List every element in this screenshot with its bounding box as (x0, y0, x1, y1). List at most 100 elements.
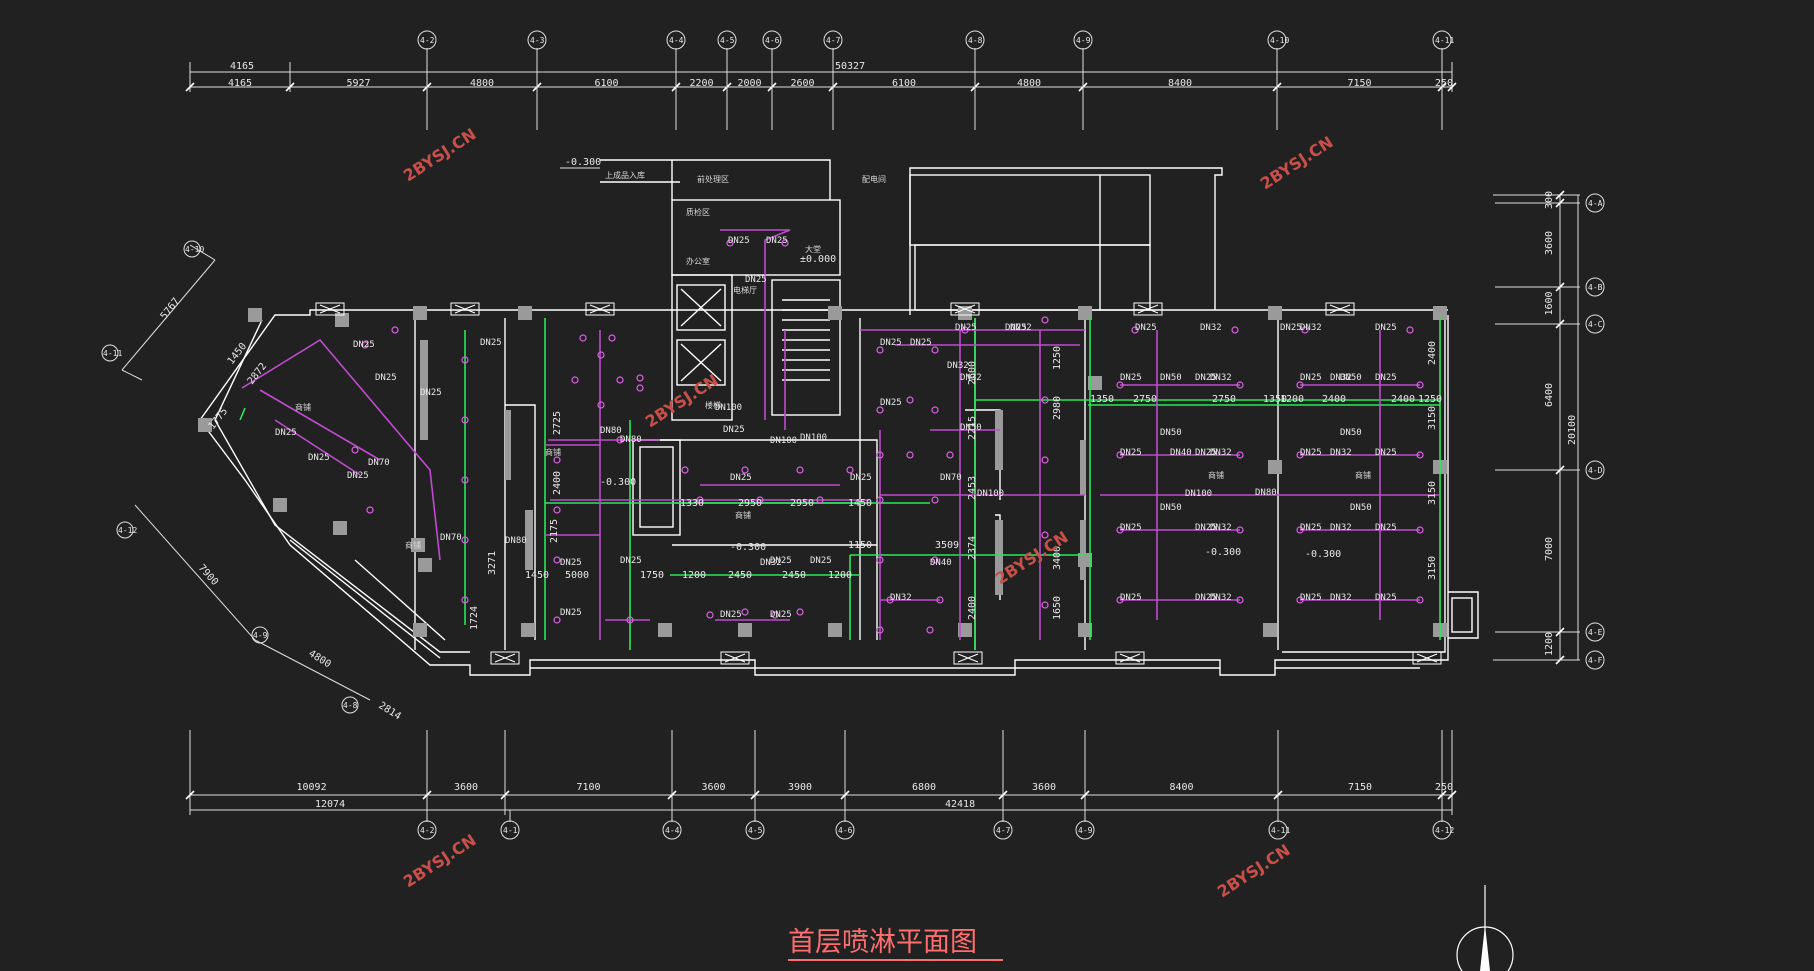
bot-dim-5: 6800 (912, 782, 936, 793)
right-axis-4: 4-E (1585, 622, 1605, 642)
right-axis-5: 4-F (1585, 650, 1605, 670)
right-axis-3-label: 4-D (1588, 466, 1603, 475)
elev-label-5: -0.300 (730, 542, 766, 553)
pipe-label-42: DN25 (1005, 323, 1027, 333)
bottom-total-dim: 42418 (945, 799, 975, 810)
bot-axis-8-label: 4-12 (1435, 826, 1454, 835)
right-tick-mark-6 (1555, 655, 1565, 665)
room-label-9: 商铺 (1208, 470, 1224, 480)
top-tick-mark-1 (285, 82, 295, 92)
pipe-label-60: DN40 (930, 558, 952, 568)
sprinkler-head-69 (461, 356, 469, 364)
inner-vdim-1: 3150 (1427, 481, 1438, 505)
skew-axis-1: 4-10 (185, 245, 204, 254)
pipe-label-61: DN50 (960, 423, 982, 433)
top-tick-mark-0 (185, 82, 195, 92)
inner-vdim-8: 2175 (549, 519, 560, 543)
room-label-13: 大堂 (805, 244, 821, 254)
sprinkler-head-17 (741, 466, 749, 474)
pipe-label-52: DN32 (1330, 593, 1352, 603)
column-23 (198, 418, 212, 432)
inner-dim-6: 1750 (640, 570, 664, 581)
sprinkler-head-8 (597, 401, 605, 409)
pipe-label-63: DN50 (1340, 373, 1362, 383)
top-axis-3: 4-5 (717, 30, 737, 50)
inner-vdim-10: 2453 (967, 476, 978, 500)
pipe-label-16: DN25 (620, 556, 642, 566)
sprinkler-head-34 (931, 556, 939, 564)
pipe-label-44: DN32 (1010, 323, 1032, 333)
window-1 (450, 302, 480, 316)
pipe-label-29: DN25 (1300, 373, 1322, 383)
sprinkler-head-38 (926, 626, 934, 634)
room-labels: 上成品入库 前处理区 质检区 办公室 商铺 商铺 商铺 商铺 商铺 商铺 电梯厅… (295, 170, 1371, 550)
bot-tick-mark-8 (1273, 790, 1283, 800)
column-21 (335, 313, 349, 327)
top-axis-5: 4-7 (823, 30, 843, 50)
inner-vdim-6: 3271 (487, 551, 498, 575)
bot-axis-0-label: 4-2 (420, 826, 435, 835)
top-dim-6: 2600 (791, 78, 815, 89)
right-dim-0: 300 (1544, 191, 1555, 209)
sprinkler-head-14 (616, 376, 624, 384)
bot-axis-3: 4-5 (745, 820, 765, 840)
sprinkler-head-58 (1416, 526, 1424, 534)
bot-axis-4-label: 4-6 (838, 826, 853, 835)
top-tick-mark-12 (1447, 82, 1457, 92)
pipe-label-78: DN100 (715, 403, 742, 413)
right-tick-mark-4 (1555, 465, 1565, 475)
inner-vdim-14: 2980 (1052, 396, 1063, 420)
column-14 (413, 623, 427, 637)
right-axis-1-label: 4-B (1588, 283, 1603, 292)
pipe-label-66: DN50 (1160, 428, 1182, 438)
pipe-label-55: DN32 (1210, 593, 1232, 603)
room-label-14: 配电间 (862, 174, 886, 184)
right-axis-4-label: 4-E (1588, 628, 1603, 637)
column-3 (958, 306, 972, 320)
sprinkler-head-15 (616, 436, 624, 444)
skew-axis-3: 4-12 (118, 526, 137, 535)
inner-dim-7: 1200 (682, 570, 706, 581)
column-22 (248, 308, 262, 322)
sprinkler-head-77 (796, 608, 804, 616)
watermark-6: 2BYSJ.CN (1214, 840, 1294, 901)
sprinkler-head-39 (961, 326, 969, 334)
watermarks: 2BYSJ.CN 2BYSJ.CN 2BYSJ.CN 2BYSJ.CN 2BYS… (400, 124, 1337, 901)
room-label-5: 商铺 (295, 402, 311, 412)
top-axis-6-label: 4-8 (968, 36, 983, 45)
pipe-label-58: DN32 (760, 558, 782, 568)
top-axis-7-label: 4-9 (1076, 36, 1091, 45)
pipe-label-28: DN25 (1195, 593, 1217, 603)
inner-vdim-9: 2215 (967, 416, 978, 440)
room-label-8: 商铺 (735, 510, 751, 520)
skew-dim-7: 2814 (376, 700, 402, 722)
sprinkler-head-72 (461, 536, 469, 544)
sprinkler-head-54 (1416, 381, 1424, 389)
pipe-label-6: DN25 (420, 388, 442, 398)
wall-strip-6 (525, 510, 533, 570)
right-axis-2-label: 4-C (1588, 320, 1603, 329)
sprinkler-head-52 (1236, 596, 1244, 604)
sprinkler-head-41 (1041, 396, 1049, 404)
column-2 (828, 306, 842, 320)
right-tick-mark-2 (1555, 282, 1565, 292)
sprinkler-head-7 (597, 351, 605, 359)
sprinkler-head-55 (1296, 451, 1304, 459)
top-dim-2: 4800 (470, 78, 494, 89)
right-dim-1: 3600 (1544, 231, 1555, 255)
pipe-label-30: DN25 (1375, 373, 1397, 383)
watermark-5: 2BYSJ.CN (400, 830, 480, 891)
pipe-label-39: DN25 (1135, 323, 1157, 333)
elev-label-1: -0.300 (565, 157, 601, 168)
bot-dim-4: 3900 (788, 782, 812, 793)
top-axis-2-label: 4-4 (669, 36, 684, 45)
pipe-label-73: DN80 (1255, 488, 1277, 498)
inner-vdim-16: 1650 (1052, 596, 1063, 620)
window-6 (490, 651, 520, 665)
sprinkler-head-71 (461, 476, 469, 484)
top-axis-2: 4-4 (666, 30, 686, 50)
window-0 (315, 302, 345, 316)
sprinkler-head-50 (1236, 526, 1244, 534)
window-10 (1412, 651, 1442, 665)
